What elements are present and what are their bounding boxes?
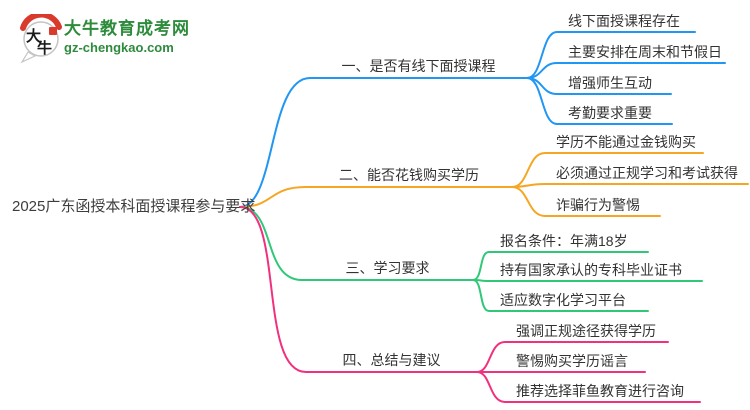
branch-2-main-link xyxy=(239,186,513,208)
branch-3-label[interactable]: 三、学习要求 xyxy=(345,260,430,276)
branch-3-leaf-link xyxy=(472,251,649,281)
branch-1-leaf[interactable]: 考勤要求重要 xyxy=(568,105,652,121)
branch-4-links xyxy=(239,206,701,403)
root-node[interactable]: 2025广东函授本科面授课程参与要求 xyxy=(12,198,256,215)
branch-2-leaf-link xyxy=(511,186,661,217)
branch-3-leaf-link xyxy=(472,279,649,312)
logo-char-bottom: 牛 xyxy=(37,39,52,57)
branch-2-links xyxy=(239,152,749,217)
site-logo[interactable]: 大 牛 大牛教育成考网 gz-chengkao.com xyxy=(18,12,198,68)
branch-1-main-link xyxy=(239,77,528,208)
branch-4-leaf[interactable]: 强调正规途径获得学历 xyxy=(516,323,656,339)
branch-3-leaf[interactable]: 报名条件：年满18岁 xyxy=(500,233,628,249)
branch-1-leaf-link xyxy=(526,77,673,125)
branch-2-leaf-link xyxy=(511,183,749,188)
logo-text-block: 大牛教育成考网 gz-chengkao.com xyxy=(64,18,190,56)
branch-2-leaf-link xyxy=(511,152,704,188)
branch-3-leaf[interactable]: 持有国家承认的专科毕业证书 xyxy=(500,262,682,278)
branch-4-leaf[interactable]: 推荐选择菲鱼教育进行咨询 xyxy=(516,383,684,399)
logo-char-top: 大 xyxy=(26,27,41,45)
branch-1-leaf[interactable]: 主要安排在周末和节假日 xyxy=(568,44,722,60)
branch-4-leaf-link xyxy=(476,371,701,403)
logo-bubble-icon: 大 牛 xyxy=(20,14,62,64)
site-name: 大牛教育成考网 xyxy=(64,19,190,38)
branch-1-label[interactable]: 一、是否有线下面授课程 xyxy=(341,58,496,74)
branch-1-leaf[interactable]: 增强师生互动 xyxy=(568,75,652,91)
site-url: gz-chengkao.com xyxy=(64,40,174,55)
branch-4-main-link xyxy=(239,206,478,373)
branch-2-leaf[interactable]: 学历不能通过金钱购买 xyxy=(556,134,696,150)
branch-3-leaf[interactable]: 适应数字化学习平台 xyxy=(500,292,626,308)
branch-4-leaf-link xyxy=(476,341,669,373)
branch-3-links xyxy=(239,206,703,312)
branch-2-label[interactable]: 二、能否花钱购买学历 xyxy=(339,167,479,183)
branch-2-leaf[interactable]: 诈骗行为警惕 xyxy=(556,197,640,213)
branch-2-leaf[interactable]: 必须通过正规学习和考试获得 xyxy=(556,165,738,181)
branch-4-label[interactable]: 四、总结与建议 xyxy=(342,352,441,368)
branch-1-leaf-link xyxy=(526,31,696,79)
branch-1-leaf[interactable]: 线下面授课程存在 xyxy=(568,13,680,29)
branch-1-links xyxy=(239,31,726,208)
branch-4-leaf[interactable]: 警惕购买学历谣言 xyxy=(516,353,628,369)
branch-3-main-link xyxy=(239,206,474,281)
